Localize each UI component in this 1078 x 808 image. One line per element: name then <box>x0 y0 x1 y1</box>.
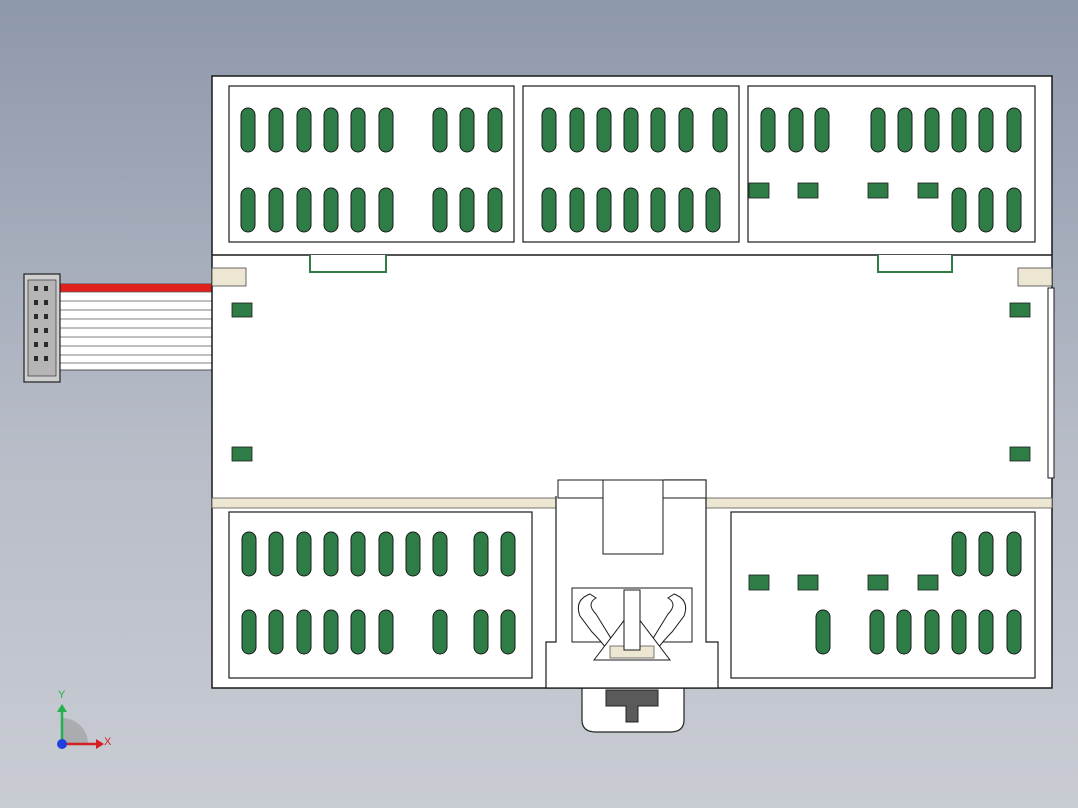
y-axis-label: Y <box>58 689 66 701</box>
terminal-slot <box>405 531 421 577</box>
terminal-slot <box>500 531 516 577</box>
terminal-slot <box>712 107 728 153</box>
terminal-slot <box>788 107 804 153</box>
terminal-slot <box>569 187 585 233</box>
terminal-slot <box>459 107 475 153</box>
terminal-slot <box>541 187 557 233</box>
terminal-slot <box>432 187 448 233</box>
terminal-slot <box>678 107 694 153</box>
terminal-slot <box>240 187 256 233</box>
terminal-slot <box>473 531 489 577</box>
terminal-slot <box>1006 609 1022 655</box>
terminal-slots <box>240 107 1022 655</box>
terminal-slot <box>870 107 886 153</box>
terminal-slot <box>378 609 394 655</box>
terminal-slot <box>487 187 503 233</box>
coordinate-triad: X Y <box>57 689 112 749</box>
terminal-slot <box>323 609 339 655</box>
terminal-slot <box>473 609 489 655</box>
terminal-slot <box>650 107 666 153</box>
terminal-slot <box>951 609 967 655</box>
side-latch <box>1047 287 1055 479</box>
din-latch-assembly <box>545 479 719 689</box>
terminal-slot <box>378 107 394 153</box>
ribbon-cable <box>57 283 215 371</box>
terminal-slot <box>350 609 366 655</box>
terminal-slot <box>1006 187 1022 233</box>
terminal-slot <box>432 531 448 577</box>
terminal-slot <box>623 187 639 233</box>
terminal-block-top-right <box>747 85 1036 243</box>
terminal-slot <box>432 609 448 655</box>
terminal-slot <box>459 187 475 233</box>
terminal-slot <box>924 107 940 153</box>
terminal-slot <box>623 107 639 153</box>
terminal-slot <box>596 187 612 233</box>
terminal-slot <box>924 609 940 655</box>
terminal-slot <box>268 107 284 153</box>
terminal-slot <box>1006 531 1022 577</box>
terminal-slot <box>650 187 666 233</box>
terminal-slot <box>978 107 994 153</box>
terminal-slot <box>487 107 503 153</box>
terminal-slot <box>815 609 831 655</box>
z-axis-origin <box>57 739 67 749</box>
terminal-slot <box>978 609 994 655</box>
terminal-slot <box>541 107 557 153</box>
terminal-slot <box>296 609 312 655</box>
terminal-block-top-left <box>228 85 515 243</box>
terminal-slot <box>760 107 776 153</box>
terminal-slot <box>323 187 339 233</box>
terminal-slot <box>296 531 312 577</box>
terminal-slot <box>1006 107 1022 153</box>
terminal-slot <box>350 187 366 233</box>
terminal-slot <box>240 107 256 153</box>
terminal-block-bottom-left <box>228 511 533 679</box>
terminal-slot <box>678 187 694 233</box>
terminal-block-bottom-right <box>730 511 1036 679</box>
terminal-slot <box>897 107 913 153</box>
terminal-slot <box>896 609 912 655</box>
terminal-slot <box>241 531 257 577</box>
din-clip-tab <box>581 685 685 733</box>
indicator-pads <box>748 182 939 591</box>
terminal-slot <box>296 107 312 153</box>
top-rail <box>211 254 1053 287</box>
terminal-slot <box>296 187 312 233</box>
terminal-slot <box>869 609 885 655</box>
terminal-slot <box>268 187 284 233</box>
terminal-slot <box>978 531 994 577</box>
terminal-slot <box>378 531 394 577</box>
terminal-slot <box>705 187 721 233</box>
terminal-slot <box>268 531 284 577</box>
terminal-slot <box>500 609 516 655</box>
terminal-slot <box>951 187 967 233</box>
terminal-slot <box>323 107 339 153</box>
ribbon-connector <box>23 273 61 383</box>
x-axis-label: X <box>104 736 112 748</box>
terminal-slot <box>350 107 366 153</box>
terminal-slot <box>569 107 585 153</box>
terminal-slot <box>241 609 257 655</box>
terminal-block-top-middle <box>522 85 740 243</box>
terminal-slot <box>814 107 830 153</box>
mounting-pads <box>231 302 1031 462</box>
terminal-slot <box>951 531 967 577</box>
terminal-slot <box>378 187 394 233</box>
terminal-slot <box>432 107 448 153</box>
terminal-slot <box>350 531 366 577</box>
terminal-slot <box>323 531 339 577</box>
terminal-slot <box>978 187 994 233</box>
terminal-slot <box>268 609 284 655</box>
terminal-slot <box>951 107 967 153</box>
terminal-slot <box>596 107 612 153</box>
